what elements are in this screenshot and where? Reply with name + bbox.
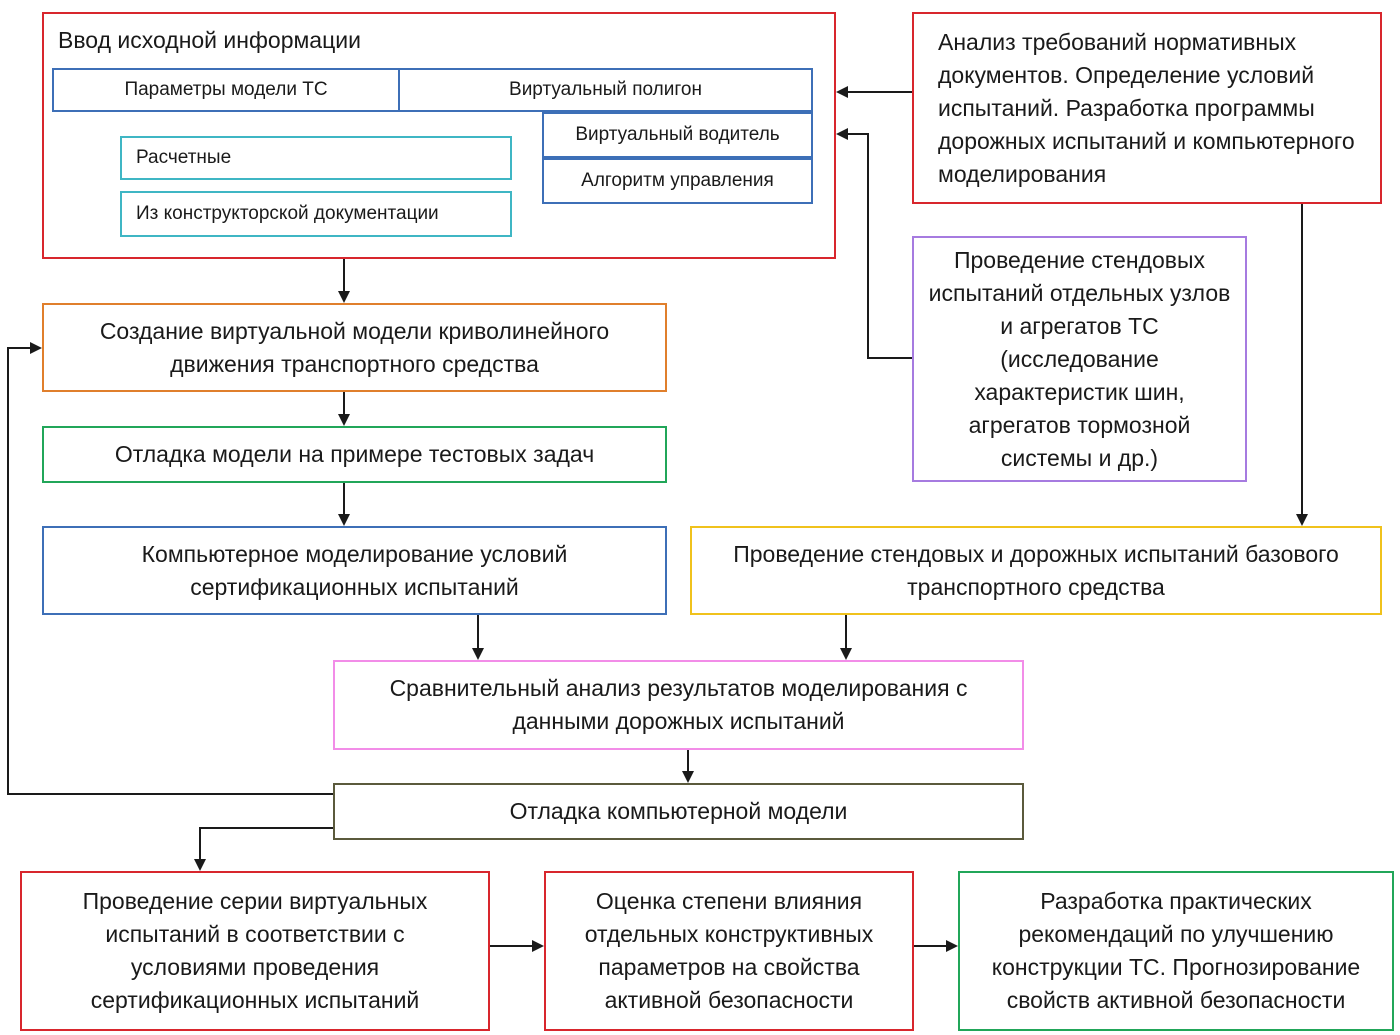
input-info-title: Ввод исходной информации xyxy=(58,27,361,53)
assessment-label: Оценка степени влияния отдельных констру… xyxy=(584,888,874,1013)
virtual-series-box: Проведение серии виртуальных испытаний в… xyxy=(20,871,490,1031)
design-docs-label: Из конструкторской документации xyxy=(136,203,439,224)
virtual-polygon-box: Виртуальный полигон xyxy=(398,68,813,112)
virtual-driver-box: Виртуальный водитель xyxy=(542,112,813,158)
control-algorithm-box: Алгоритм управления xyxy=(542,158,813,204)
comparative-label: Сравнительный анализ результатов моделир… xyxy=(389,675,968,734)
recommendations-label: Разработка практических рекомендаций по … xyxy=(991,888,1361,1013)
calculated-box: Расчетные xyxy=(120,136,512,180)
comparative-box: Сравнительный анализ результатов моделир… xyxy=(333,660,1024,750)
requirements-box: Анализ требований нормативных документов… xyxy=(912,12,1382,204)
bench-tests-label: Проведение стендовых испытаний отдельных… xyxy=(928,246,1231,471)
arrow-feedback-loop xyxy=(7,342,333,795)
vehicle-params-box: Параметры модели ТС xyxy=(52,68,400,112)
debug-model-label: Отладка компьютерной модели xyxy=(509,798,848,824)
vehicle-params-label: Параметры модели ТС xyxy=(124,79,328,100)
create-model-label: Создание виртуальной модели криволинейно… xyxy=(99,317,610,377)
bench-tests-box: Проведение стендовых испытаний отдельных… xyxy=(912,236,1247,482)
road-tests-box: Проведение стендовых и дорожных испытани… xyxy=(690,526,1382,615)
debug-test-label: Отладка модели на примере тестовых задач xyxy=(114,441,595,467)
arrow-debug-model-to-series xyxy=(194,827,333,871)
debug-model-box: Отладка компьютерной модели xyxy=(333,783,1024,840)
road-tests-label: Проведение стендовых и дорожных испытани… xyxy=(733,540,1339,600)
computer-modeling-box: Компьютерное моделирование условий серти… xyxy=(42,526,667,615)
recommendations-box: Разработка практических рекомендаций по … xyxy=(958,871,1394,1031)
virtual-series-label: Проведение серии виртуальных испытаний в… xyxy=(82,888,428,1013)
create-model-box: Создание виртуальной модели криволинейно… xyxy=(42,303,667,392)
control-algorithm-label: Алгоритм управления xyxy=(581,170,774,191)
virtual-driver-label: Виртуальный водитель xyxy=(575,124,780,145)
arrow-bench-to-input xyxy=(836,128,912,359)
virtual-polygon-label: Виртуальный полигон xyxy=(509,79,702,100)
assessment-box: Оценка степени влияния отдельных констру… xyxy=(544,871,914,1031)
debug-test-box: Отладка модели на примере тестовых задач xyxy=(42,426,667,483)
calculated-label: Расчетные xyxy=(136,147,232,168)
design-docs-box: Из конструкторской документации xyxy=(120,191,512,237)
requirements-label: Анализ требований нормативных документов… xyxy=(938,28,1355,187)
computer-modeling-label: Компьютерное моделирование условий серти… xyxy=(141,540,568,600)
